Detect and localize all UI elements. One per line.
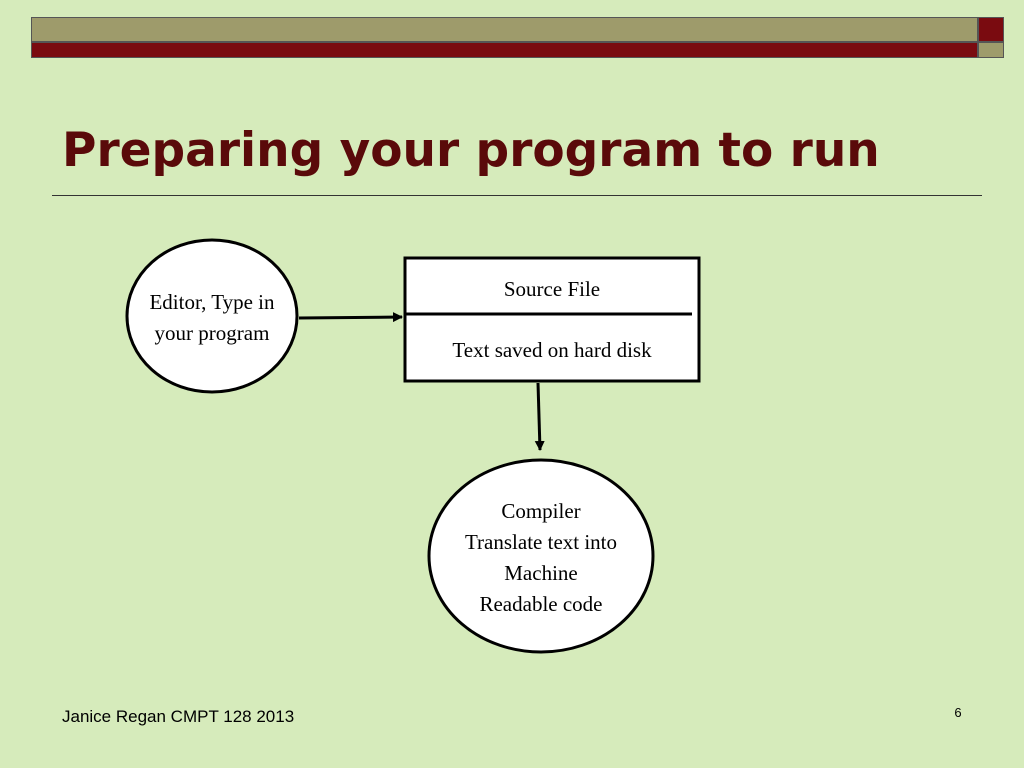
header-corner-dark-square [978,17,1004,42]
page-number: 6 [954,705,962,720]
slide-title: Preparing your program to run [62,123,880,178]
title-divider [52,195,982,196]
editor-to-source-arrow [298,312,403,323]
compiler-label-line: Readable code [479,592,603,616]
source-file-node [403,256,701,383]
editor-label-line: Editor, Type in [149,290,275,314]
compiler-label-line: Machine [504,561,578,585]
editor-label-line: your program [154,321,270,345]
source-file-body-label: Text saved on hard disk [452,338,652,362]
compiler-node [427,458,655,654]
footer-author: Janice Regan CMPT 128 2013 [62,707,295,726]
editor-label: Editor, Type in your program [127,287,297,349]
source-file-header-label: Source File [503,277,601,301]
header-banner-light-bar [31,17,978,42]
compiler-label: Compiler Translate text into Machine Rea… [429,496,653,620]
compiler-label-line: Compiler [501,499,581,523]
editor-node [125,238,299,394]
compiler-label-line: Translate text into [464,530,618,554]
source-to-compiler-arrow [534,382,545,451]
header-banner-dark-bar [31,42,978,58]
header-corner-light-square [978,42,1004,58]
